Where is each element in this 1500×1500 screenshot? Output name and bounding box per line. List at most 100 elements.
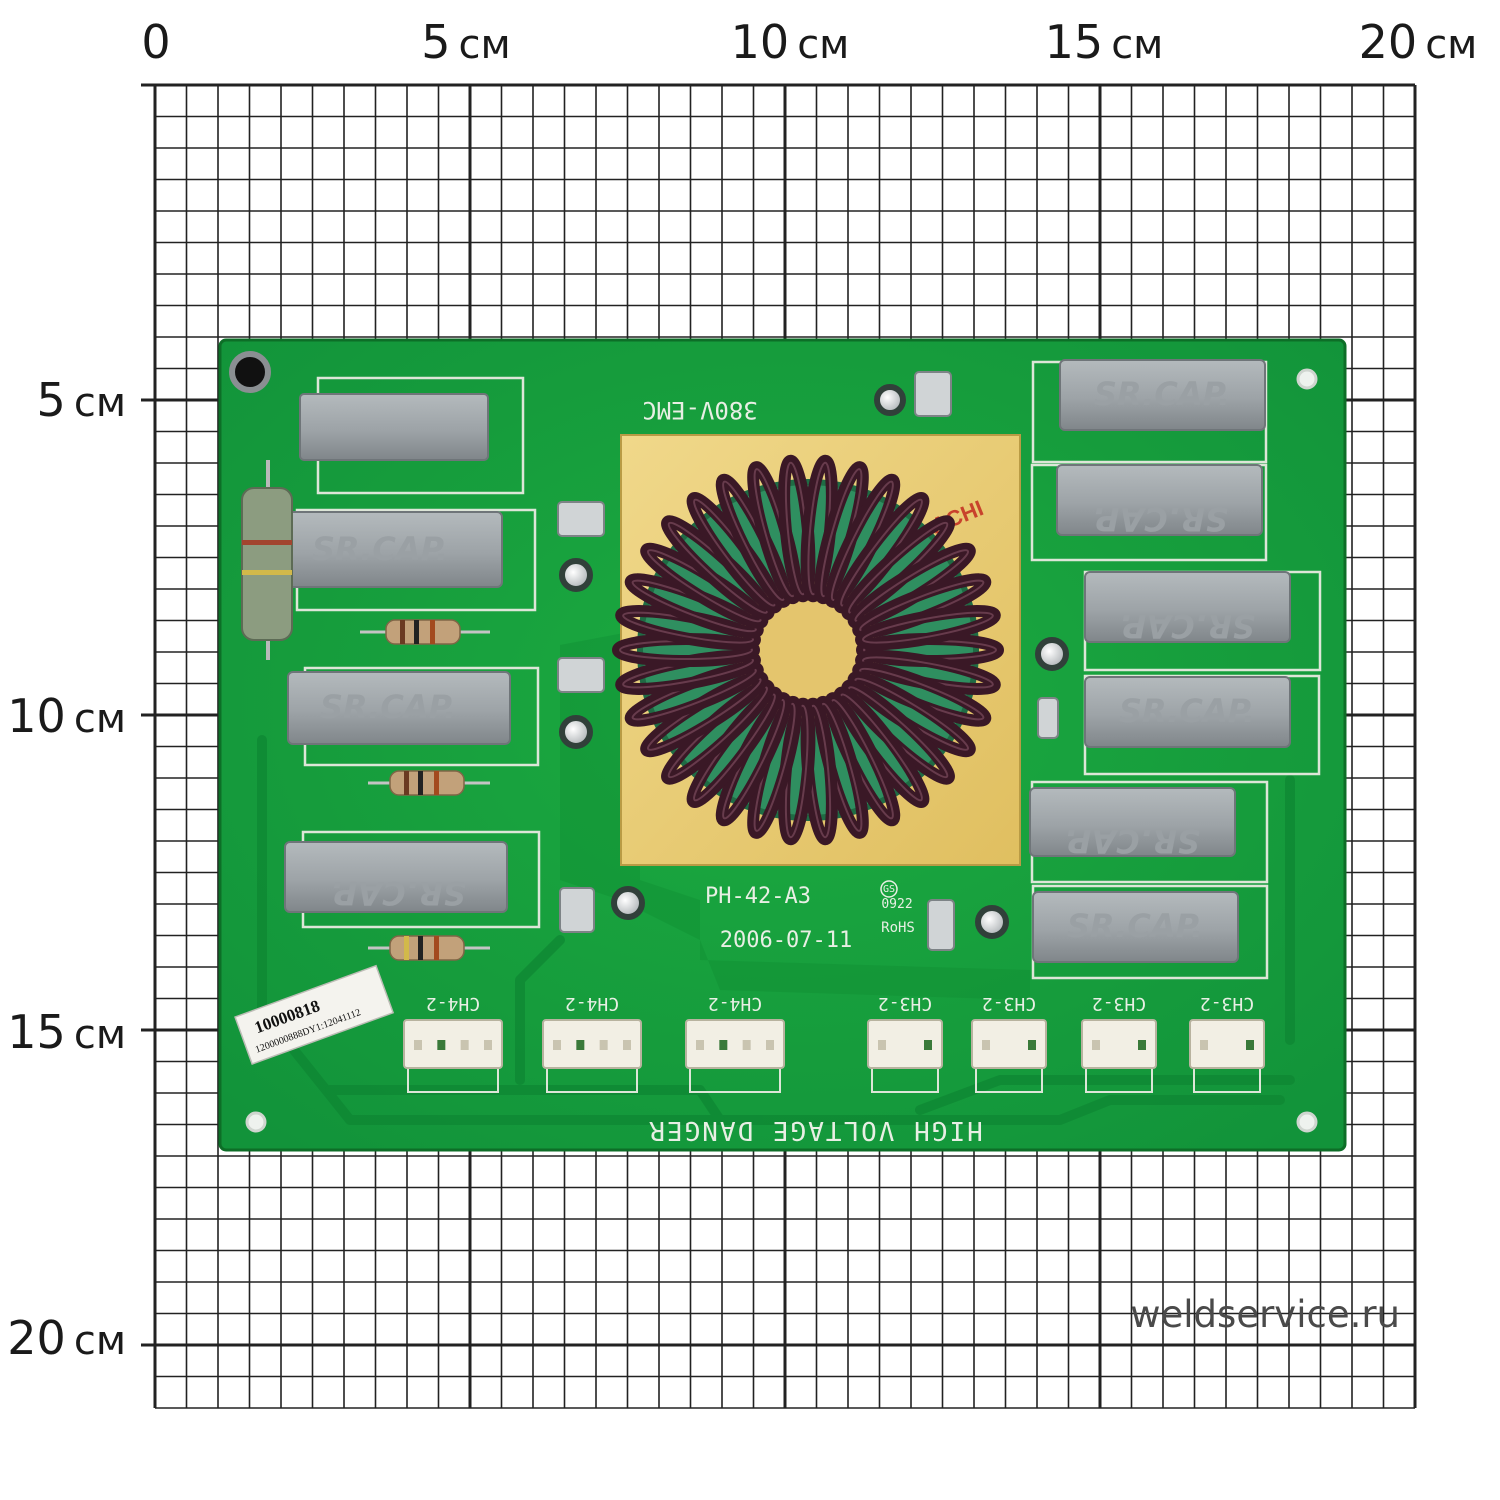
- cert-number-text: 0922: [881, 897, 912, 912]
- connector-label: CH4-2: [426, 993, 480, 1014]
- connector-pin: [924, 1040, 932, 1050]
- svg-text:SR.CAP.: SR.CAP.: [1094, 375, 1230, 413]
- svg-text:SR.CAP.: SR.CAP.: [1092, 500, 1228, 538]
- connector-pin: [599, 1040, 608, 1050]
- connector-ch4-2: CH4-2: [403, 993, 503, 1093]
- pcb-board: ACHI SR.CAP. SR.CAP. SR.CAP.: [218, 338, 1347, 1152]
- winding-turn: [855, 605, 1001, 651]
- connector-ch3-2: CH3-2: [971, 993, 1047, 1093]
- board-date-text: 2006-07-11: [720, 928, 852, 953]
- pcb-darker-zone: [560, 630, 1030, 1000]
- connector-label: CH3-2: [1092, 993, 1146, 1014]
- connector-pin: [742, 1040, 751, 1050]
- connector-pin: [1246, 1040, 1254, 1050]
- connector-row: CH4-2 CH4-2 CH4-2 CH3-2 CH3-2 CH3-2 CH3-2: [403, 993, 1265, 1093]
- capacitor-c6: SR.CAP.: [1056, 464, 1263, 538]
- mounting-holes: [229, 351, 1318, 1133]
- capacitor-c1: [299, 393, 489, 461]
- connector-pin: [1200, 1040, 1208, 1050]
- connector-housing: [867, 1019, 943, 1069]
- connector-label: CH3-2: [982, 993, 1036, 1014]
- connector-label: CH3-2: [878, 993, 932, 1014]
- gs-mark-ring: [880, 880, 898, 898]
- solder-pads: [559, 384, 1069, 939]
- connector-pin: [1028, 1040, 1036, 1050]
- connector-ch3-2: CH3-2: [867, 993, 943, 1093]
- watermark: weldservice.ru: [1130, 1293, 1400, 1336]
- connector-label: CH4-2: [708, 993, 762, 1014]
- copper-windings: [612, 454, 1004, 846]
- connector-housing: [403, 1019, 503, 1069]
- resistor-r1: [360, 619, 490, 645]
- resistor-r2: [368, 770, 490, 796]
- svg-text:SR.CAP.: SR.CAP.: [1119, 607, 1255, 645]
- spade-terminal-5: [1037, 697, 1059, 739]
- board-title-text: 380V-EMC: [642, 396, 758, 424]
- connector-pin: [437, 1040, 446, 1050]
- connector-ch4-2: CH4-2: [685, 993, 785, 1093]
- svg-text:SR.CAP.: SR.CAP.: [1064, 822, 1200, 860]
- gs-mark-text: GS: [883, 884, 895, 895]
- high-voltage-warning: HIGH VOLTAGE DANGER: [647, 1115, 982, 1145]
- common-mode-choke: ACHI: [612, 434, 1021, 866]
- connector-pin: [414, 1040, 422, 1050]
- svg-text:SR.CAP.: SR.CAP.: [320, 688, 456, 726]
- connector-pin: [766, 1040, 774, 1050]
- connector-pin: [623, 1040, 631, 1050]
- connector-housing: [971, 1019, 1047, 1069]
- connector-pin: [460, 1040, 469, 1050]
- connector-housing: [1081, 1019, 1157, 1069]
- capacitor-c7: SR.CAP.: [1084, 571, 1291, 645]
- svg-text:SR.CAP.: SR.CAP.: [1119, 692, 1255, 730]
- capacitor-c2: SR.CAP.: [279, 511, 503, 588]
- spade-terminals: [557, 371, 1059, 951]
- connector-housing: [685, 1019, 785, 1069]
- svg-text:SR.CAP.: SR.CAP.: [330, 874, 466, 912]
- spade-terminal-6: [927, 899, 955, 951]
- capacitor-c3: SR.CAP.: [287, 671, 511, 745]
- connector-ch3-2: CH3-2: [1081, 993, 1157, 1093]
- capacitor-c5: SR.CAP.: [1059, 359, 1266, 431]
- connector-ch4-2: CH4-2: [542, 993, 642, 1093]
- power-resistor: [241, 460, 293, 660]
- winding-highlight: [862, 611, 994, 644]
- connector-ch3-2: CH3-2: [1189, 993, 1265, 1093]
- connector-pin: [1092, 1040, 1100, 1050]
- connector-label: CH3-2: [1200, 993, 1254, 1014]
- connector-pin: [696, 1040, 704, 1050]
- connector-pin: [719, 1040, 728, 1050]
- x-capacitors: SR.CAP. SR.CAP. SR.CAP. SR.CAP. SR.CAP. …: [279, 359, 1291, 963]
- connector-pin: [576, 1040, 585, 1050]
- svg-text:SR.CAP.: SR.CAP.: [1067, 907, 1203, 945]
- resistors: [241, 460, 490, 961]
- capacitor-c8: SR.CAP.: [1084, 676, 1291, 748]
- spade-terminal-4: [914, 371, 952, 417]
- capacitor-c10: SR.CAP.: [1032, 891, 1239, 963]
- board-model-text: PH-42-A3: [705, 884, 811, 909]
- x-label-0: 0: [141, 15, 170, 69]
- connector-pin: [484, 1040, 492, 1050]
- resistor-r3: [368, 935, 490, 961]
- spade-terminal-3: [559, 887, 595, 933]
- mounting-hole-top-left: [229, 351, 271, 393]
- connector-pin: [553, 1040, 561, 1050]
- connector-pin: [878, 1040, 886, 1050]
- connector-housing: [1189, 1019, 1265, 1069]
- svg-text:SR.CAP.: SR.CAP.: [312, 530, 448, 568]
- mounting-hole-top-right: [1296, 368, 1318, 390]
- connector-pin: [982, 1040, 990, 1050]
- rohs-text: RoHS: [881, 920, 915, 936]
- capacitor-c9: SR.CAP.: [1029, 787, 1236, 860]
- connector-label: CH4-2: [565, 993, 619, 1014]
- mounting-hole-bottom-right: [1296, 1111, 1318, 1133]
- capacitor-c4: SR.CAP.: [284, 841, 508, 913]
